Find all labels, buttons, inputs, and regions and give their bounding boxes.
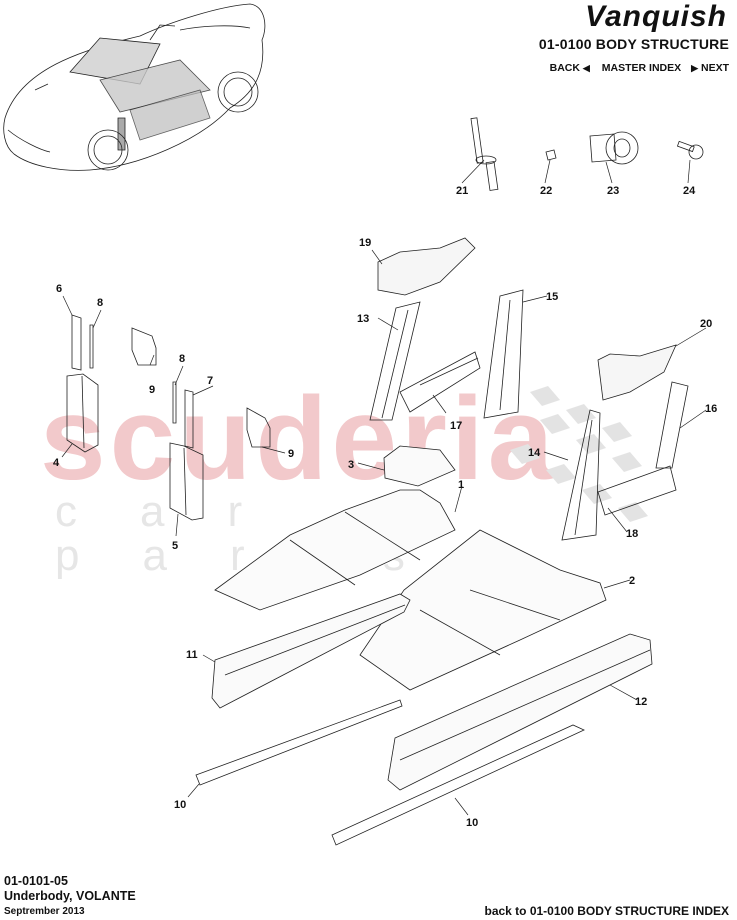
- part-4-post: [66, 373, 99, 453]
- callout-23[interactable]: 23: [607, 185, 619, 197]
- callout-2[interactable]: 2: [629, 575, 635, 587]
- part-24-bolt: [676, 140, 704, 160]
- callout-3[interactable]: 3: [348, 459, 354, 471]
- callout-19[interactable]: 19: [359, 237, 371, 249]
- part-5-post: [169, 442, 204, 521]
- callout-1[interactable]: 1: [458, 479, 464, 491]
- part-18-beam: [597, 465, 677, 516]
- part-7-plate: [184, 389, 194, 449]
- part-22-plug: [545, 149, 557, 161]
- part-12-sill-right: [387, 633, 653, 791]
- car-overview-icon: [3, 3, 266, 171]
- callout-14[interactable]: 14: [528, 447, 541, 459]
- part-17-beam: [399, 351, 481, 413]
- part-10-rail-a: [195, 699, 403, 786]
- vanquish-logo: Vanquish: [585, 0, 727, 32]
- callout-20[interactable]: 20: [700, 318, 712, 330]
- callout-12[interactable]: 12: [635, 696, 647, 708]
- next-link[interactable]: ▶ NEXT: [691, 62, 729, 74]
- part-11-sill-left: [211, 593, 411, 709]
- callout-10b[interactable]: 10: [466, 817, 478, 829]
- callout-8b[interactable]: 8: [179, 353, 185, 365]
- callout-labels: 1 2 3 4 5 6 7 8 8 9 9 10 10 11 12 13 14 …: [53, 185, 717, 829]
- callout-22[interactable]: 22: [540, 185, 552, 197]
- callout-15[interactable]: 15: [546, 291, 558, 303]
- callout-11[interactable]: 11: [186, 649, 198, 661]
- part-20-bracket: [597, 344, 677, 401]
- callout-24[interactable]: 24: [683, 185, 696, 197]
- part-9-bracket-a: [131, 327, 157, 366]
- callout-17[interactable]: 17: [450, 420, 462, 432]
- part-6-plate: [71, 314, 82, 371]
- leader-lines: [61, 159, 707, 816]
- part-21-rivet: [470, 117, 499, 191]
- page-date: Septrember 2013: [4, 906, 85, 917]
- callout-13[interactable]: 13: [357, 313, 369, 325]
- callout-7[interactable]: 7: [207, 375, 213, 387]
- back-to-index-link[interactable]: back to 01-0100 BODY STRUCTURE INDEX: [484, 904, 729, 918]
- page-name: Underbody, VOLANTE: [4, 889, 136, 903]
- back-label: BACK: [549, 62, 580, 74]
- callout-5[interactable]: 5: [172, 540, 178, 552]
- part-16-pillar: [655, 381, 689, 469]
- part-19-bracket: [377, 237, 476, 296]
- page-code: 01-0101-05: [4, 874, 68, 888]
- part-9-bracket-b: [246, 407, 271, 448]
- callout-4[interactable]: 4: [53, 457, 60, 469]
- next-label: NEXT: [700, 62, 729, 74]
- section-title: 01-0100 BODY STRUCTURE: [538, 36, 729, 52]
- callout-9a[interactable]: 9: [149, 384, 155, 396]
- part-23-rivnut: [589, 131, 639, 165]
- callout-21[interactable]: 21: [456, 185, 468, 197]
- callout-9b[interactable]: 9: [288, 448, 294, 460]
- callout-10a[interactable]: 10: [174, 799, 186, 811]
- callout-16[interactable]: 16: [705, 403, 717, 415]
- callout-18[interactable]: 18: [626, 528, 638, 540]
- part-8-strip-a: [89, 324, 94, 369]
- master-index-link[interactable]: MASTER INDEX: [601, 62, 682, 74]
- part-2-floor-pan-right: [359, 529, 607, 691]
- part-15-pillar: [483, 289, 524, 419]
- part-10-rail-b: [331, 724, 585, 846]
- exploded-parts-diagram: 1 2 3 4 5 6 7 8 8 9 9 10 10 11 12 13 14 …: [3, 3, 717, 846]
- triangle-left-icon: ◀: [582, 63, 590, 73]
- svg-text:Vanquish: Vanquish: [585, 0, 727, 32]
- triangle-right-icon: ▶: [691, 63, 699, 73]
- part-13-pillar: [369, 301, 421, 421]
- page-navigation: BACK ◀ MASTER INDEX ▶ NEXT: [550, 62, 729, 74]
- part-3-panel: [383, 445, 456, 487]
- part-8-strip-b: [172, 381, 177, 424]
- back-link[interactable]: BACK ◀: [550, 62, 590, 74]
- part-1-floor-pan-left: [214, 489, 456, 611]
- part-14-pillar: [561, 409, 601, 541]
- watermark-scuderia: scuderia: [40, 373, 558, 505]
- callout-8a[interactable]: 8: [97, 297, 103, 309]
- callout-6[interactable]: 6: [56, 283, 62, 295]
